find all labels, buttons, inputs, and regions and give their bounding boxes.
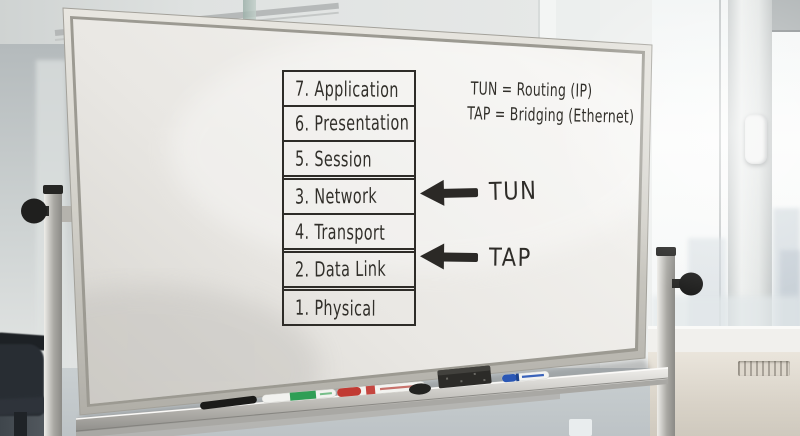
osi-row: 4. Transport: [284, 213, 414, 248]
osi-row: 2. Data Link: [284, 248, 414, 286]
green-marker: [261, 388, 337, 404]
osi-row: 3. Network: [284, 175, 414, 213]
eraser: [437, 365, 492, 389]
office-chair-post: [14, 412, 27, 436]
legend-tap-text: TAP = Bridging (Ethernet): [466, 102, 635, 128]
osi-layer-label: 1. Physical: [294, 295, 376, 321]
stand-pole-right-cap: [656, 247, 676, 256]
stand-knob-right: [679, 272, 703, 296]
marker-cap: [409, 383, 431, 395]
osi-layer-label: 2. Data Link: [294, 256, 387, 282]
osi-row: 6. Presentation: [284, 105, 414, 140]
osi-layer-label: 6. Presentation: [294, 109, 410, 136]
legend-line-tun: TUN = Routing (IP): [467, 76, 649, 105]
osi-row: 1. Physical: [284, 286, 414, 324]
tun-tap-legend: TUN = Routing (IP) TAP = Bridging (Ether…: [467, 76, 650, 130]
tun-label: TUN: [488, 176, 538, 206]
surface-shading: [73, 285, 320, 404]
osi-layer-label: 7. Application: [294, 76, 399, 103]
left-arrow-icon: [420, 179, 479, 207]
stand-pole-left-cap: [43, 185, 63, 194]
left-arrow-icon: [420, 243, 478, 270]
tap-callout: TAP: [420, 242, 532, 272]
legend-line-tap: TAP = Bridging (Ethernet): [467, 101, 649, 130]
osi-row: 5. Session: [284, 140, 414, 175]
surface-highlight: [170, 30, 642, 270]
black-marker: [200, 395, 257, 410]
stand-pole-left: [44, 190, 62, 436]
stand-knob-left: [21, 198, 47, 224]
red-marker: [336, 381, 426, 398]
osi-layer-label: 4. Transport: [294, 219, 386, 245]
tun-callout: TUN: [420, 176, 538, 207]
tap-label: TAP: [488, 243, 532, 272]
legend-tun-text: TUN = Routing (IP): [470, 78, 593, 102]
osi-layer-label: 3. Network: [294, 183, 378, 209]
osi-layer-label: 5. Session: [294, 146, 372, 172]
osi-row: 7. Application: [284, 72, 414, 105]
osi-stack: 7. Application 6. Presentation 5. Sessio…: [282, 70, 416, 326]
